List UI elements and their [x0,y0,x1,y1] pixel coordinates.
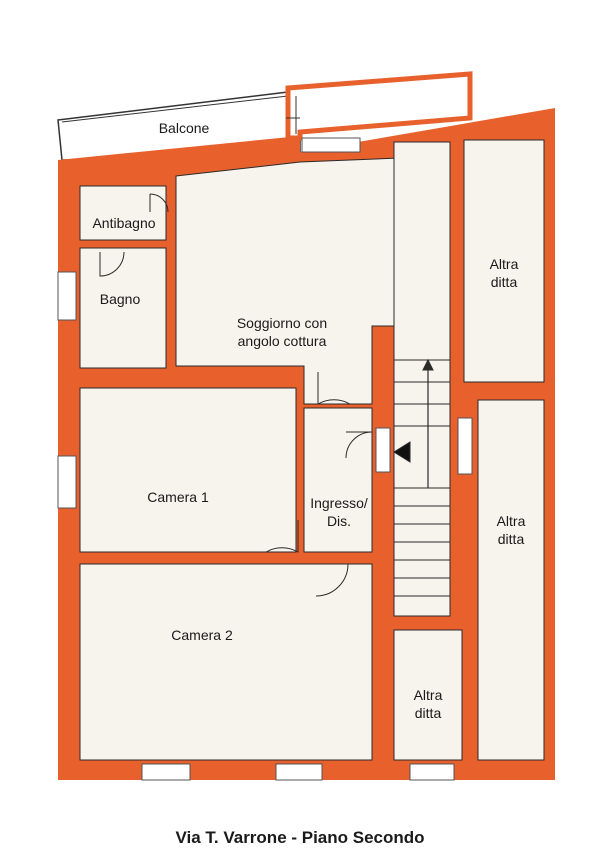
label-altra-ditta-top-2: ditta [491,274,518,290]
stair-floor [393,141,451,617]
label-soggiorno-1: Soggiorno con [237,315,327,331]
door-ingresso-icon [345,431,373,459]
doors [99,193,373,597]
label-altra-ditta-top-1: Altra [490,256,519,272]
label-camera2: Camera 2 [171,627,233,643]
window-camera2-left [141,763,191,781]
door-camera2-icon [315,563,349,597]
soggiorno-floor [175,157,401,405]
door-camera1-icon [265,520,299,553]
staircase [393,358,450,597]
camera1-floor [79,387,297,553]
window-bagno [57,271,77,321]
altra-ditta-top-floor [463,139,545,383]
label-camera1: Camera 1 [147,489,209,505]
bagno-floor [79,247,167,369]
window-altra-ditta-bot [409,763,455,781]
floor-plan: Balcone Antibagno Bagno Soggiorno con an… [57,71,555,781]
antibagno-floor [79,185,167,241]
label-ingresso-1: Ingresso/ [310,495,368,511]
altra-ditta-bot-floor [393,629,463,761]
room-labels: Balcone Antibagno Bagno Soggiorno con an… [92,120,525,721]
label-altra-ditta-mid-2: ditta [498,531,525,547]
label-balcone: Balcone [159,120,210,136]
window-balcony-door [301,137,361,153]
ingresso-floor [303,407,373,553]
label-soggiorno-2: angolo cottura [238,333,327,349]
room-floors [79,139,545,761]
label-altra-ditta-bot-1: Altra [414,687,443,703]
window-camera1 [57,455,77,509]
plan-caption: Via T. Varrone - Piano Secondo [175,828,425,847]
label-altra-ditta-mid-1: Altra [497,513,526,529]
label-antibagno: Antibagno [92,215,155,231]
door-soggiorno-icon [317,372,351,405]
label-altra-ditta-bot-2: ditta [415,705,442,721]
window-camera2-right [275,763,323,781]
windows [57,137,473,781]
stair-arrow-icon [422,358,434,371]
door-stair-landing [375,427,391,473]
door-altra-ditta-mid [457,417,473,475]
door-antibagno-icon [149,193,169,213]
label-ingresso-2: Dis. [327,513,351,529]
camera2-floor [79,563,373,761]
entry-arrow-icon [393,441,411,463]
altra-ditta-mid-floor [477,399,545,761]
door-bagno-icon [99,251,125,277]
label-bagno: Bagno [100,291,141,307]
